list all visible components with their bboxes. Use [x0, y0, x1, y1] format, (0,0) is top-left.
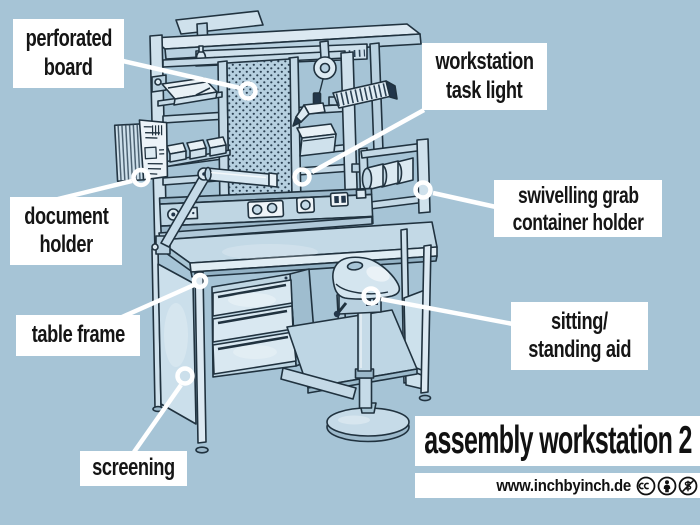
- label-text: task light: [446, 76, 523, 104]
- label-text: perforated: [25, 25, 112, 53]
- cc-icon: [636, 476, 656, 495]
- electric-screwdriver: [292, 102, 326, 127]
- label-text: standing aid: [528, 336, 631, 363]
- label-text: container holder: [512, 208, 644, 235]
- label-sitting-standing-aid: sitting/ standing aid: [511, 302, 648, 370]
- label-text: swivelling grab: [517, 182, 639, 209]
- left-shelf-and-tray: [151, 74, 223, 107]
- leader-task-light: [310, 108, 426, 174]
- marker-swivel-holder: [413, 180, 433, 200]
- label-text: workstation: [435, 48, 534, 76]
- leader-sitting-aid: [380, 296, 514, 327]
- sitting-standing-aid: [326, 256, 410, 443]
- marker-task-light: [292, 167, 312, 187]
- label-workstation-task-light: workstation task light: [422, 43, 547, 110]
- leader-screening: [132, 383, 183, 454]
- label-text: document: [23, 202, 109, 230]
- marker-table-frame: [191, 272, 209, 290]
- drawer-unit: [211, 268, 317, 378]
- leader-swivel-holder: [432, 190, 497, 210]
- label-perforated-board: perforated board: [13, 19, 124, 88]
- brush: [328, 80, 398, 109]
- cc-by-icon: [657, 476, 677, 495]
- grab-container: [296, 123, 337, 157]
- label-screening: screening: [80, 451, 187, 486]
- cc-nc-icon: [678, 476, 698, 495]
- marker-document-holder: [131, 167, 151, 188]
- small-parts-bins: [163, 136, 231, 168]
- page-title: assembly workstation 2: [423, 419, 692, 462]
- leader-table-frame: [121, 282, 195, 320]
- label-swivelling-grab-container-holder: swivelling grab container holder: [494, 180, 662, 237]
- label-document-holder: document holder: [10, 197, 122, 265]
- workstation-task-light: [204, 166, 278, 188]
- leader-document-holder: [57, 178, 133, 202]
- title-bar: assembly workstation 2: [415, 416, 700, 466]
- label-text: screening: [92, 454, 175, 482]
- label-text: table frame: [31, 321, 125, 349]
- document-holder: [113, 119, 169, 183]
- footer-bar: www.inchbyinch.de: [415, 473, 700, 498]
- leader-perforated-board: [122, 58, 241, 91]
- label-text: sitting/: [551, 307, 608, 335]
- website-url: www.inchbyinch.de: [496, 475, 631, 495]
- marker-sitting-aid: [361, 286, 381, 306]
- label-table-frame: table frame: [16, 315, 140, 356]
- label-text: board: [44, 53, 93, 81]
- marker-screening: [175, 366, 195, 386]
- marker-perforated-board: [238, 81, 258, 101]
- license-icons: [636, 476, 698, 496]
- label-text: holder: [39, 231, 93, 258]
- tool-balancer: [312, 40, 337, 108]
- callout-lines: [57, 58, 514, 454]
